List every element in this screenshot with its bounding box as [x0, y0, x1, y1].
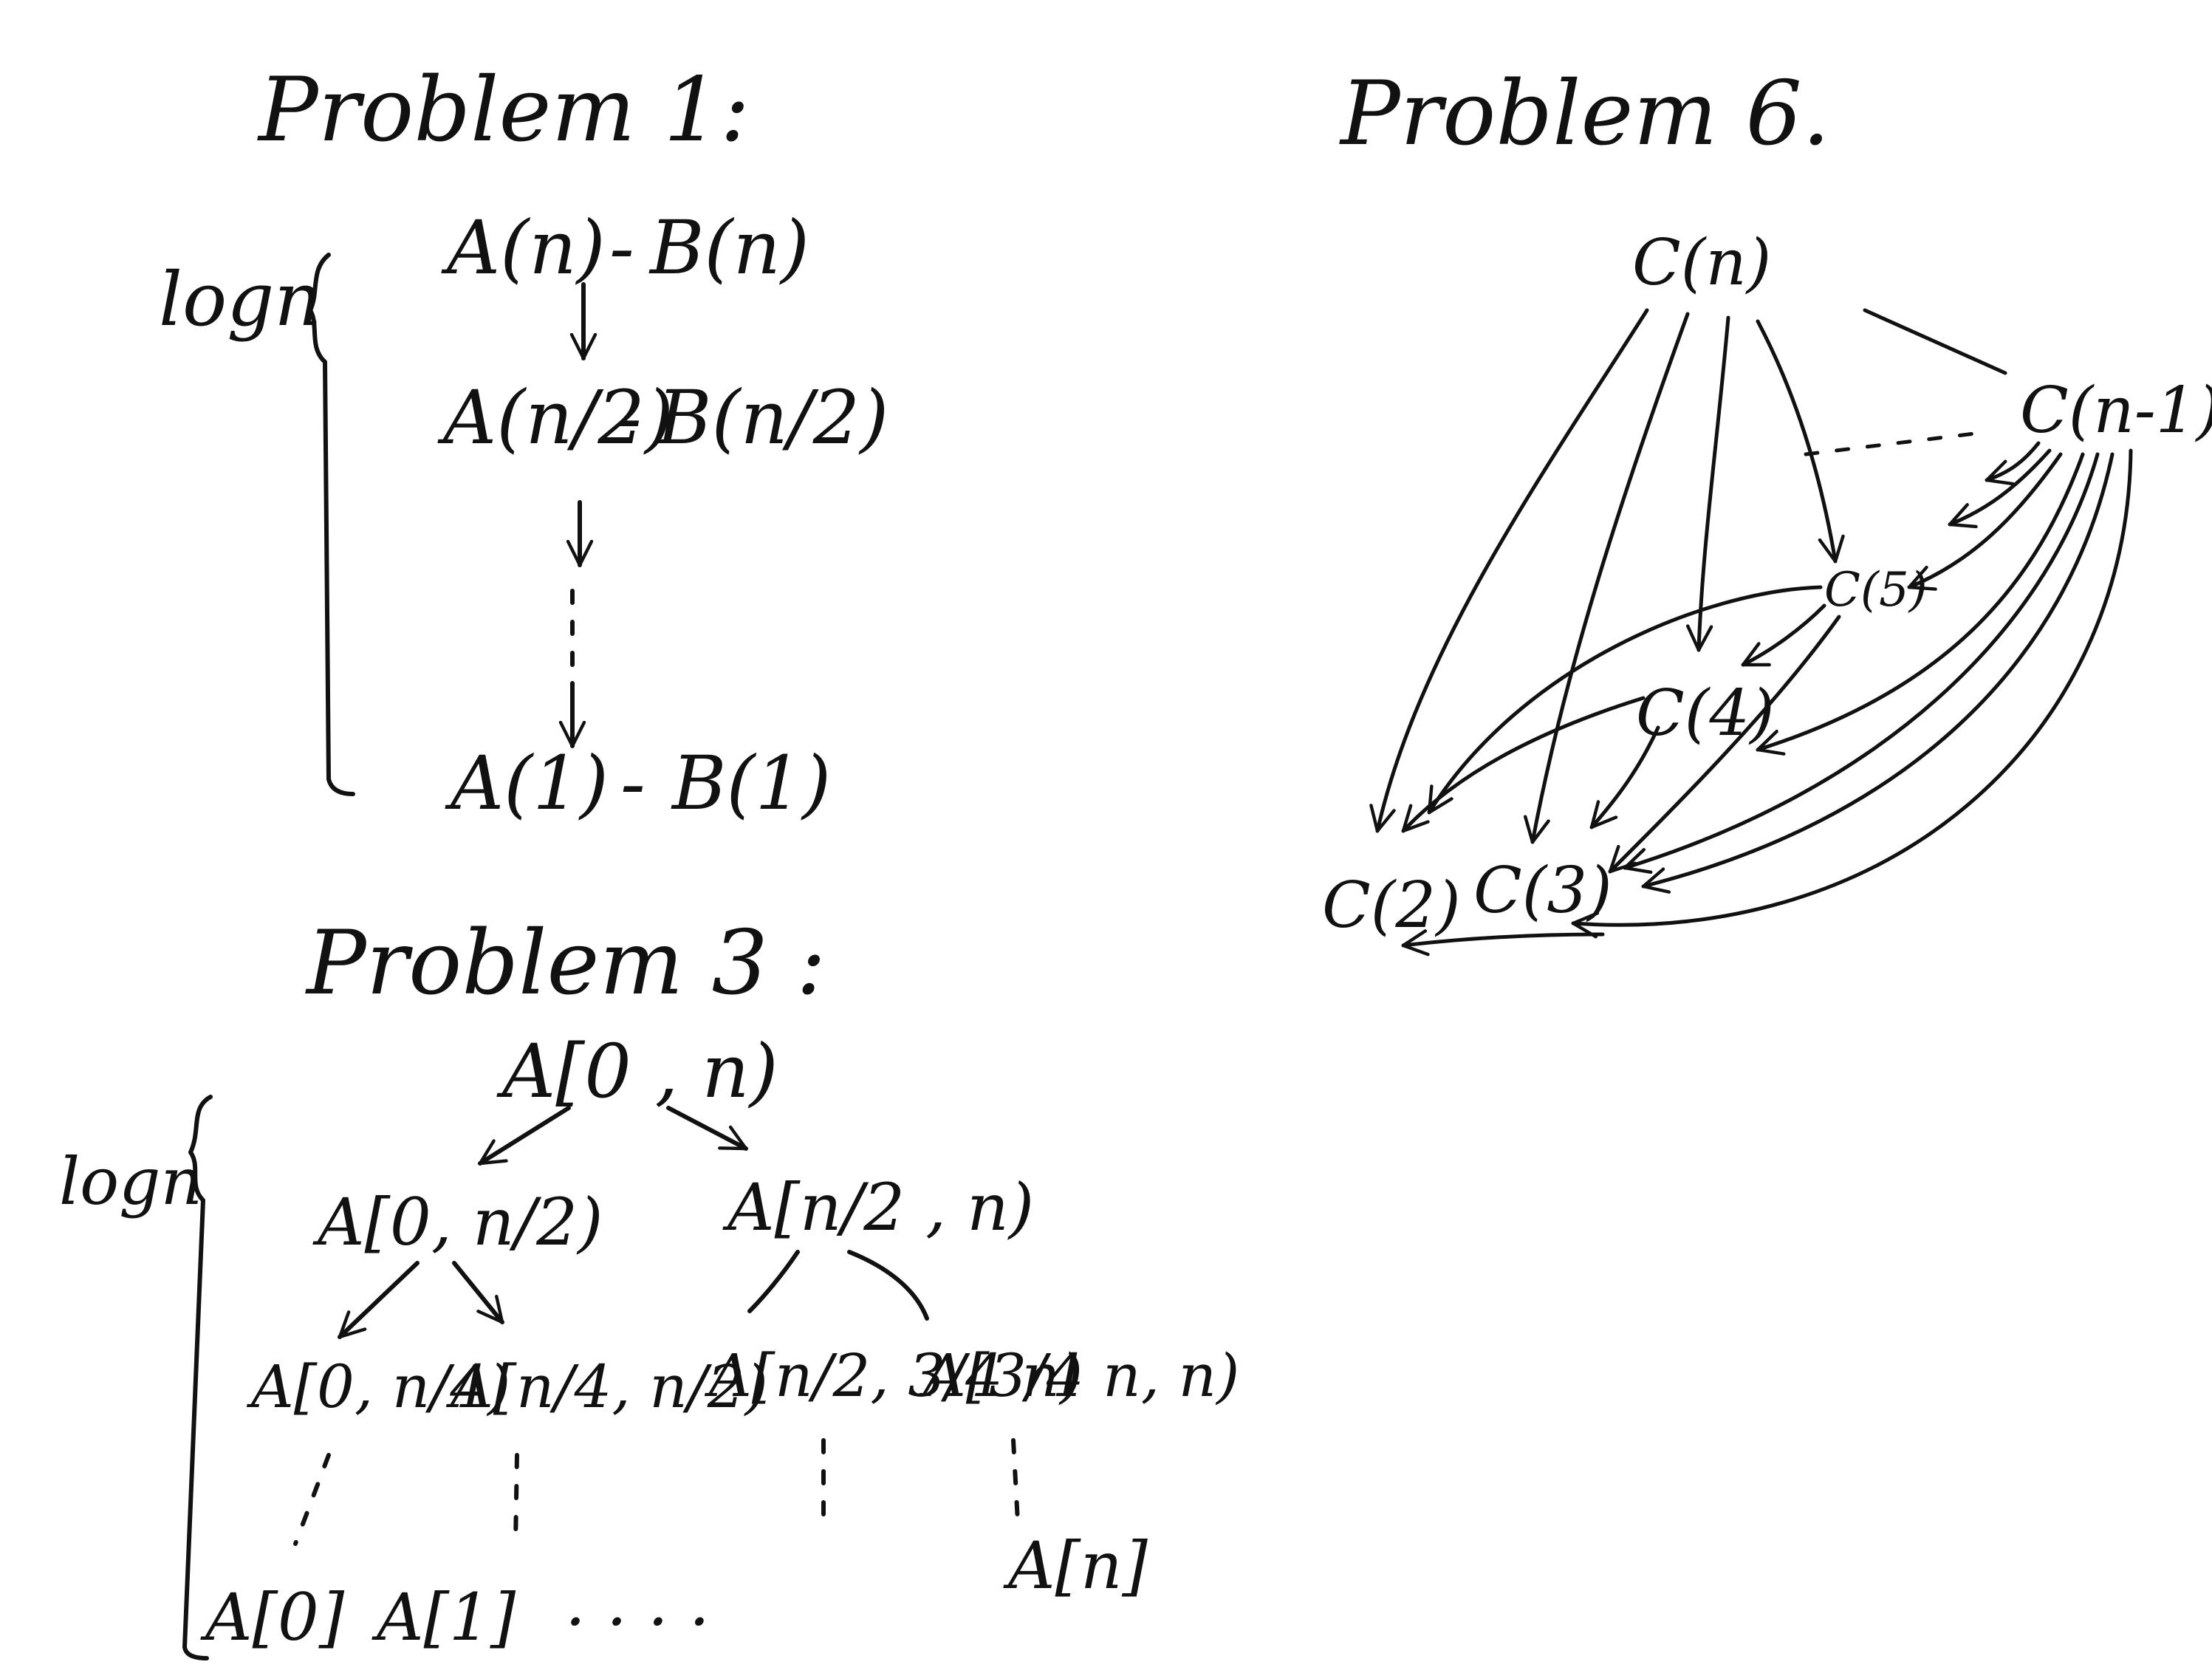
p3-edge-r-rl	[747, 1250, 800, 1313]
p6-edge-cn-cn1	[1863, 308, 2007, 375]
p6-edges-from-c5	[1427, 585, 1841, 874]
p3-level2-2: A[n/4, n/2)	[445, 1352, 768, 1421]
p1-level1-a: A(n)	[441, 205, 606, 291]
p6-edge-cn-c2	[1377, 308, 1649, 833]
p3-level2-4: A[3/4 n, n)	[918, 1341, 1239, 1410]
problem1-level-3: A(1) - B(1)	[445, 740, 831, 827]
p3-level1-right: A[n/2 , n)	[722, 1169, 1034, 1245]
p3-edge-l-lr	[452, 1261, 504, 1324]
p3-level1-left: A[0, n/2)	[312, 1184, 603, 1260]
p6-node-cn: C(n)	[1632, 226, 1771, 300]
p6-edge-cn1-c3a	[1623, 452, 2100, 868]
p3-level2-1: A[0, n/4)	[246, 1352, 510, 1421]
problem1-title: Problem 1:	[257, 59, 750, 162]
p1-level1-b: B(n)	[648, 205, 809, 291]
problem6-section: Problem 6. C(n) C(n-1) C(5) C(4) C(3) C(…	[1322, 63, 2212, 945]
p1-level3-dash: -	[620, 740, 646, 827]
p6-edge-dotted-middle	[1804, 430, 1989, 456]
p3-leaf-2: A[1]	[371, 1579, 516, 1655]
p6-edge-c3-c2	[1401, 934, 1605, 945]
problem6-title: Problem 6.	[1339, 63, 1830, 165]
problem3-title: Problem 3 :	[305, 912, 826, 1015]
p6-edge-cn-c4	[1699, 315, 1730, 652]
p6-node-c4: C(4)	[1636, 677, 1775, 750]
p1-level2-b: B(n/2)	[656, 374, 888, 461]
problem1-level-1: A(n) - B(n)	[441, 205, 809, 291]
p1-level1-dash: -	[609, 205, 634, 291]
p6-node-cn-1: C(n-1)	[2020, 374, 2212, 448]
p6-node-c3: C(3)	[1473, 854, 1612, 928]
p6-edge-cn1-c3b	[1641, 452, 2115, 886]
p6-edge-c5-c3	[1608, 615, 1841, 874]
p1-level3-b: B(1)	[671, 740, 831, 827]
p6-edges-from-cn1	[1571, 441, 2133, 925]
problem3-section: Problem 3 : logn A[0 , n) A[0, n/2) A[n/…	[59, 912, 1239, 1660]
problem1-brace-label: logn	[159, 256, 322, 343]
p1-level3-a: A(1)	[445, 740, 609, 827]
p6-edge-c4-c3	[1589, 725, 1660, 829]
p3-dots-1	[293, 1453, 331, 1546]
p6-edge-cn-c5	[1756, 319, 1835, 564]
p6-edge-cn1-c3c	[1571, 448, 2133, 925]
p6-edge-cn1-c4	[1756, 452, 2085, 750]
problem1-level-2: A(n/2) - B(n/2)	[437, 374, 888, 461]
p3-edge-root-right	[666, 1106, 748, 1151]
problem3-bracket	[182, 1095, 213, 1660]
p3-edge-r-rr	[847, 1250, 929, 1321]
p6-node-c2: C(2)	[1322, 869, 1461, 942]
p6-edge-cn1-down1	[1985, 441, 2041, 480]
problem1-bracket	[308, 253, 355, 796]
p6-edges-from-c4-c3	[1401, 696, 1660, 945]
p3-root: A[0 , n)	[496, 1028, 778, 1115]
p6-edge-cn1-c5	[1907, 452, 2063, 587]
p6-node-c5: C(5)	[1824, 563, 1928, 617]
p6-edge-cn1-down2	[1948, 448, 2052, 524]
p3-edge-l-ll	[338, 1261, 420, 1339]
p1-level2-dash: -	[617, 374, 642, 461]
p3-leaf-1: A[0]	[200, 1579, 345, 1655]
p3-dots-4	[1011, 1438, 1020, 1524]
p1-level2-a: A(n/2)	[437, 374, 674, 461]
p6-edge-c4-c2	[1401, 696, 1646, 833]
problem3-brace-label: logn	[59, 1143, 202, 1219]
p3-level2-3: A[n/2, 3/4 n)	[704, 1341, 1083, 1410]
p6-edge-cn-c3	[1533, 312, 1690, 844]
p6-edge-c5-c4	[1741, 603, 1826, 667]
p3-edge-root-left	[478, 1106, 571, 1166]
p6-edge-c5-c2	[1427, 585, 1823, 815]
problem1-section: Problem 1: logn A(n) - B(n) A(n/2) - B(n…	[159, 59, 888, 827]
p6-edges-from-cn	[1377, 308, 2007, 844]
p3-dots-2	[513, 1453, 519, 1546]
p3-leaf-n: A[n]	[1003, 1527, 1148, 1604]
p3-leaf-ellipsis: . . . .	[565, 1564, 710, 1641]
